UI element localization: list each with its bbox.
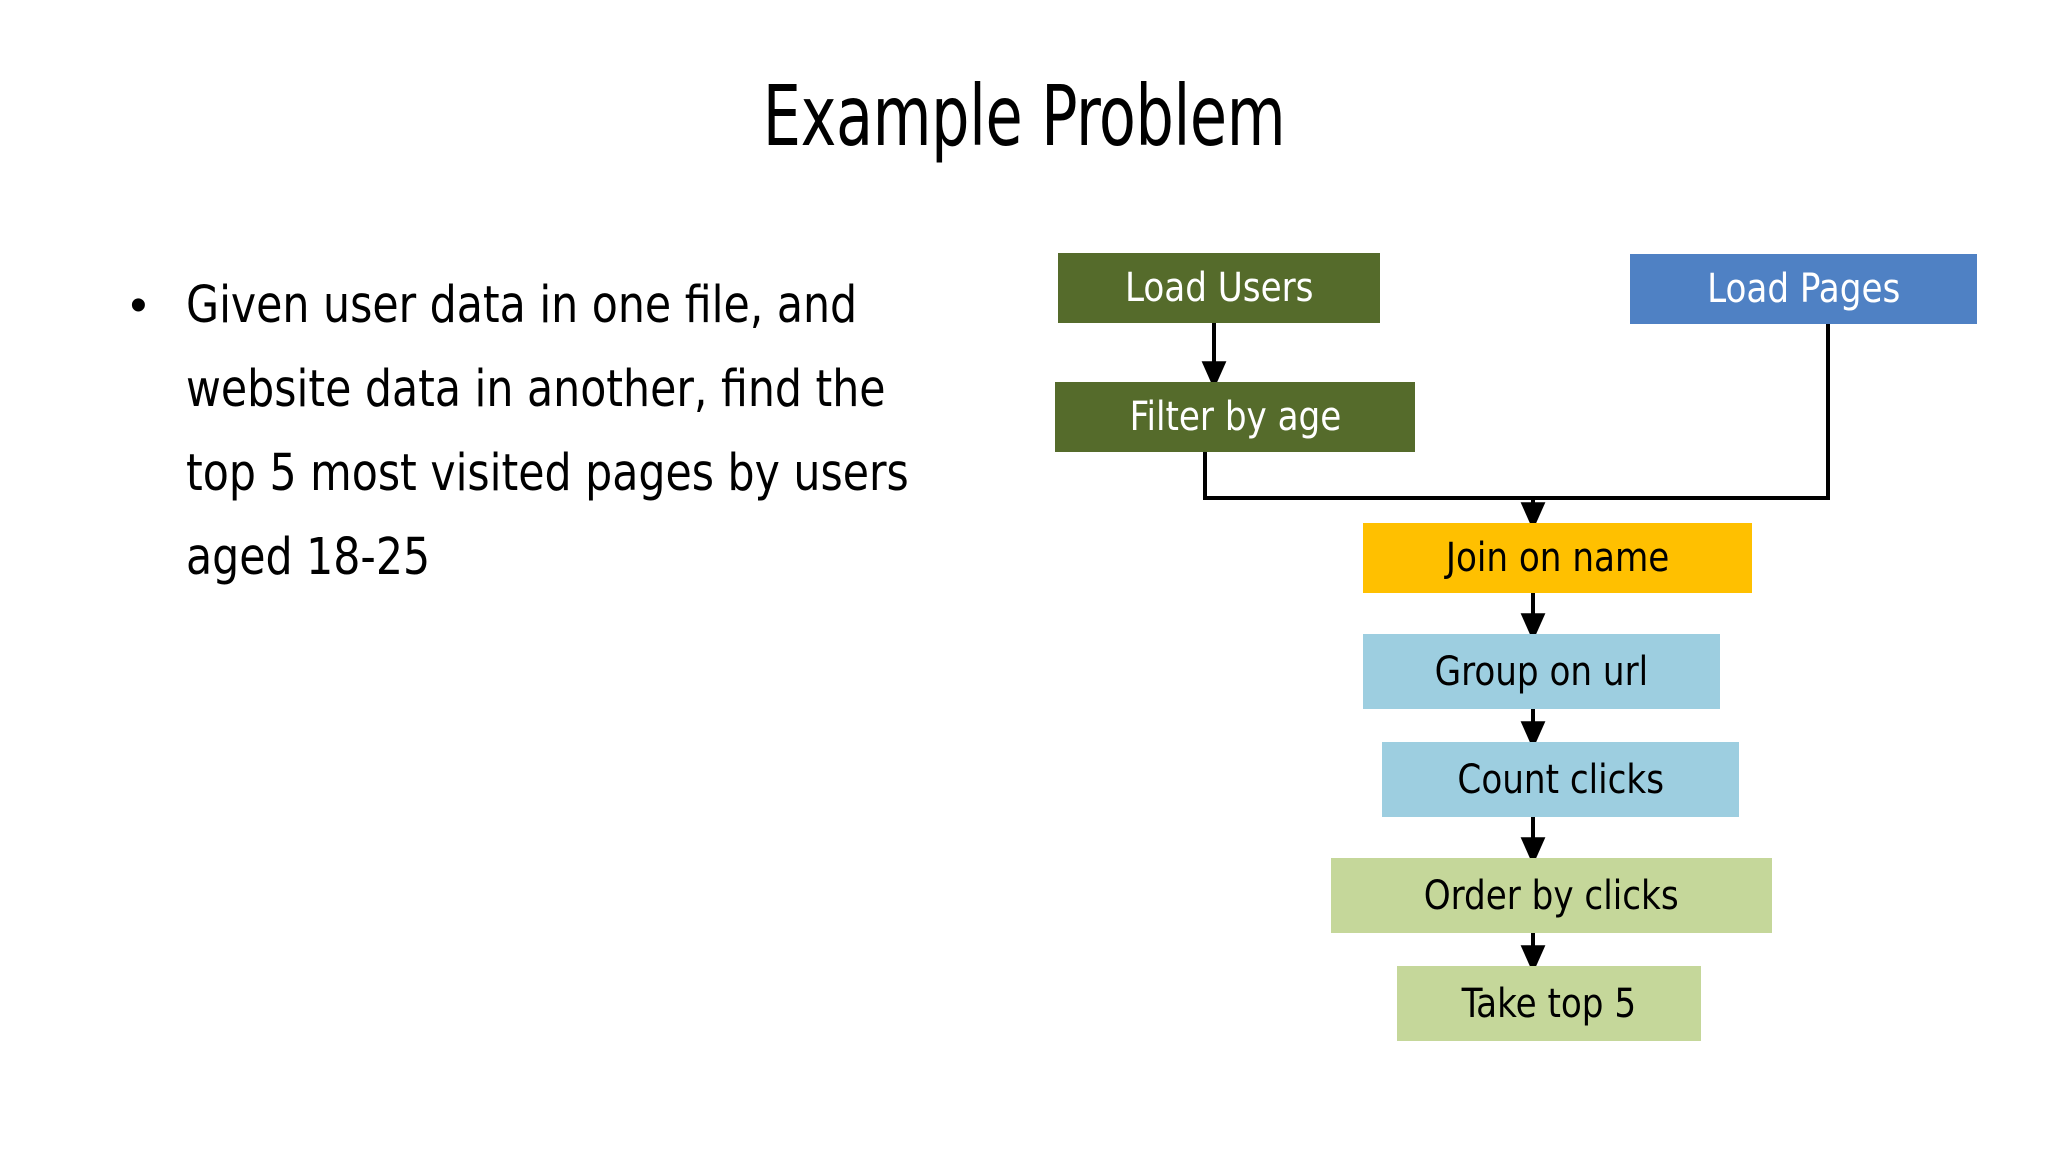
flow-node-label: Take top 5 — [1461, 980, 1637, 1027]
flow-node-join-on-name[interactable]: Join on name — [1363, 523, 1752, 593]
flow-node-count-clicks[interactable]: Count clicks — [1382, 742, 1739, 817]
flow-node-label: Load Pages — [1706, 266, 1901, 312]
edge-load-pages-to-join — [1533, 324, 1830, 500]
list-item: • Given user data in one file, and websi… — [120, 264, 1020, 600]
flow-node-label: Join on name — [1445, 535, 1670, 581]
edge-filter-by-age-to-join — [1203, 452, 1533, 500]
flow-node-group-on-url[interactable]: Group on url — [1363, 634, 1720, 709]
flow-node-label: Order by clicks — [1424, 872, 1679, 919]
flow-node-filter-by-age[interactable]: Filter by age — [1055, 382, 1415, 452]
page-title: Example Problem — [762, 67, 1286, 165]
flow-node-label: Count clicks — [1457, 756, 1664, 803]
flow-node-load-pages[interactable]: Load Pages — [1630, 254, 1977, 324]
flow-node-label: Filter by age — [1129, 394, 1341, 440]
bullet-point-icon: • — [130, 279, 147, 332]
bullet-list: • Given user data in one file, and websi… — [120, 264, 1020, 600]
flow-node-load-users[interactable]: Load Users — [1058, 253, 1380, 323]
flow-node-take-top-5[interactable]: Take top 5 — [1397, 966, 1701, 1041]
flow-node-label: Group on url — [1434, 648, 1649, 695]
flow-node-order-by-clicks[interactable]: Order by clicks — [1331, 858, 1772, 933]
flow-node-label: Load Users — [1124, 265, 1314, 311]
bullet-item-text: Given user data in one file, and website… — [186, 276, 909, 587]
